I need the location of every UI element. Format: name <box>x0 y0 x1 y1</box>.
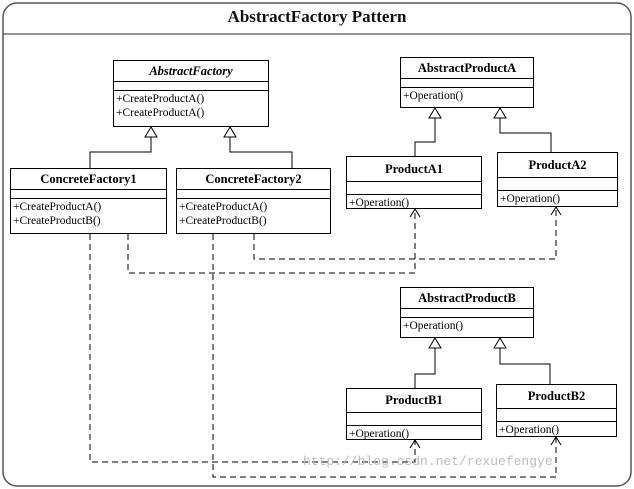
class-abstract-product-a: AbstractProductA +Operation() <box>400 57 534 108</box>
operation: +Operation() <box>403 320 464 332</box>
class-attributes <box>347 413 481 426</box>
gen-arrow-cf1 <box>144 126 158 138</box>
dep-arrow-b2 <box>550 436 562 446</box>
watermark-url: http://blog.csdn.net/rexuefengye <box>303 454 553 469</box>
class-attributes <box>497 409 616 422</box>
gen-line-cf2 <box>229 137 293 168</box>
class-concrete-factory2: ConcreteFactory2 +CreateProductA() +Crea… <box>176 168 331 234</box>
class-name: AbstractProductA <box>401 58 533 79</box>
class-concrete-factory1: ConcreteFactory1 +CreateProductA() +Crea… <box>10 168 167 234</box>
class-product-a1: ProductA1 +Operation() <box>346 156 482 209</box>
dep-line-cf1-a1 <box>127 210 416 274</box>
operation: +Operation() <box>500 193 561 205</box>
class-attributes <box>11 190 166 199</box>
class-name: ProductA1 <box>347 157 481 182</box>
class-operations: +Operation() <box>347 195 481 210</box>
class-name: ConcreteFactory1 <box>11 169 166 190</box>
gen-line-a2 <box>499 118 552 152</box>
class-name: ProductB2 <box>497 385 616 409</box>
dep-arrow-a1 <box>409 208 421 218</box>
dep-arrow-b1 <box>409 439 421 449</box>
class-attributes <box>114 82 268 91</box>
class-operations: +Operation() <box>347 426 481 441</box>
operation: +CreateProductB() <box>13 215 101 227</box>
class-operations: +CreateProductA() +CreateProductA() <box>114 91 268 120</box>
class-name: ProductB1 <box>347 389 481 413</box>
operation: +Operation() <box>403 90 464 102</box>
operation: +CreateProductA() <box>13 201 102 213</box>
dep-arrow-a2 <box>550 206 562 216</box>
gen-arrow-a2 <box>493 107 507 119</box>
class-operations: +Operation() <box>498 191 617 206</box>
class-attributes <box>401 79 533 88</box>
class-operations: +CreateProductA() +CreateProductB() <box>11 199 166 228</box>
class-abstract-product-b: AbstractProductB +Operation() <box>400 287 534 338</box>
diagram-title: AbstractFactory Pattern <box>227 7 407 26</box>
operation: +CreateProductB() <box>179 215 267 227</box>
gen-line-a1 <box>414 118 436 156</box>
class-product-a2: ProductA2 +Operation() <box>497 152 618 207</box>
class-name: ConcreteFactory2 <box>177 169 330 190</box>
class-attributes <box>177 190 330 199</box>
class-operations: +Operation() <box>401 88 533 103</box>
class-attributes <box>401 309 533 318</box>
gen-arrow-cf2 <box>223 126 237 138</box>
class-name: AbstractProductB <box>401 288 533 309</box>
class-operations: +CreateProductA() +CreateProductB() <box>177 199 330 228</box>
gen-arrow-a1 <box>428 107 442 119</box>
gen-arrow-b2 <box>493 337 507 349</box>
class-operations: +Operation() <box>401 318 533 333</box>
dep-line-cf2-a2 <box>253 208 557 260</box>
gen-arrow-b1 <box>428 337 442 349</box>
class-product-b2: ProductB2 +Operation() <box>496 384 617 437</box>
dep-line-cf2-b2 <box>212 234 557 478</box>
dep-line-cf1-b1 <box>89 234 416 463</box>
gen-line-b2 <box>499 348 551 384</box>
operation: +Operation() <box>349 197 410 209</box>
class-attributes <box>347 182 481 195</box>
class-abstract-factory: AbstractFactory +CreateProductA() +Creat… <box>113 60 269 127</box>
operation: +CreateProductA() <box>179 201 268 213</box>
operation: +CreateProductA() <box>116 107 205 119</box>
class-operations: +Operation() <box>497 422 616 437</box>
class-product-b1: ProductB1 +Operation() <box>346 388 482 440</box>
operation: +Operation() <box>499 424 560 436</box>
gen-line-b1 <box>414 348 436 388</box>
operation: +CreateProductA() <box>116 93 205 105</box>
gen-line-cf1 <box>89 137 152 168</box>
class-name: ProductA2 <box>498 153 617 178</box>
operation: +Operation() <box>349 428 410 440</box>
class-attributes <box>498 178 617 191</box>
class-name: AbstractFactory <box>114 61 268 82</box>
